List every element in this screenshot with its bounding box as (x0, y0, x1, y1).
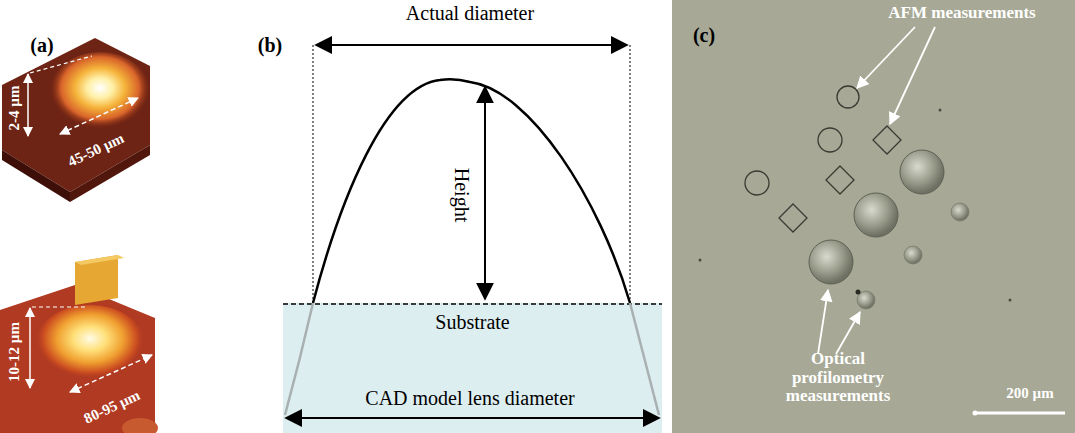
lens-sphere (809, 240, 853, 284)
afm-circle (745, 171, 769, 195)
leader-arrow (890, 27, 935, 124)
panel-letter: (c) (693, 24, 715, 46)
dashed-guide (30, 56, 92, 73)
cad-diameter-arrow (286, 417, 659, 419)
band-label: Substrate (283, 311, 662, 333)
afm-circle (818, 128, 842, 152)
afm-diamond (873, 126, 901, 154)
dashed-guide (32, 306, 88, 307)
afm-diamond (826, 166, 854, 194)
lens-curve (313, 79, 630, 303)
surface-top (0, 285, 155, 433)
micrograph-ground (672, 0, 1075, 433)
scale-bar-end (973, 411, 978, 416)
dust-speck (699, 259, 702, 262)
dimension-label: Actual diameter (406, 2, 534, 24)
lens-profile (313, 45, 630, 303)
substrate-band: Substrate (283, 303, 662, 433)
height-dimension (29, 308, 31, 388)
callout-label: AFM measurements (888, 4, 1035, 23)
scale-bar (975, 412, 1065, 415)
diameter-dimension (60, 98, 138, 134)
dimension-label: CAD model lens diameter (365, 387, 574, 409)
afm-surface-small (2, 38, 150, 202)
lens-sphere (900, 150, 944, 194)
height-arrow (484, 87, 486, 299)
afm-diamond (779, 204, 807, 232)
diameter-dimension (70, 355, 152, 392)
afm-surface-large (0, 255, 158, 433)
afm-circle (837, 86, 859, 108)
panel-letter: (a) (30, 34, 53, 56)
cad-profile-continuation (285, 303, 313, 415)
micrograph (672, 0, 1075, 433)
panel-letter: (b) (258, 34, 282, 56)
leader-arrow (818, 290, 828, 354)
marker-block-top (75, 255, 124, 265)
scale-label: 200 µm (1006, 385, 1053, 402)
small-lens (904, 246, 922, 264)
neighbour-bump (122, 418, 158, 433)
dotted-guide (313, 45, 314, 303)
leader-arrow (857, 27, 915, 88)
cad-profile-continuation (630, 303, 659, 415)
dust-speck (1009, 299, 1012, 302)
surface-side (2, 150, 70, 202)
actual-diameter-arrow (316, 44, 627, 46)
substrate-surface-line (283, 303, 662, 305)
dust-speck (856, 290, 861, 295)
height-dimension-label: 2-4 µm (6, 86, 23, 131)
leader-arrow (836, 312, 860, 354)
lens-sphere (854, 193, 898, 237)
dimension-label: Height (451, 168, 473, 222)
height-dimension-label: 10-12 µm (6, 322, 23, 382)
callout-label: Optical profilometry measurements (763, 350, 913, 406)
lens-dome (35, 305, 145, 385)
height-dimension (27, 74, 29, 136)
dotted-guide (630, 45, 631, 303)
dust-speck (939, 109, 942, 112)
small-lens (951, 203, 969, 221)
